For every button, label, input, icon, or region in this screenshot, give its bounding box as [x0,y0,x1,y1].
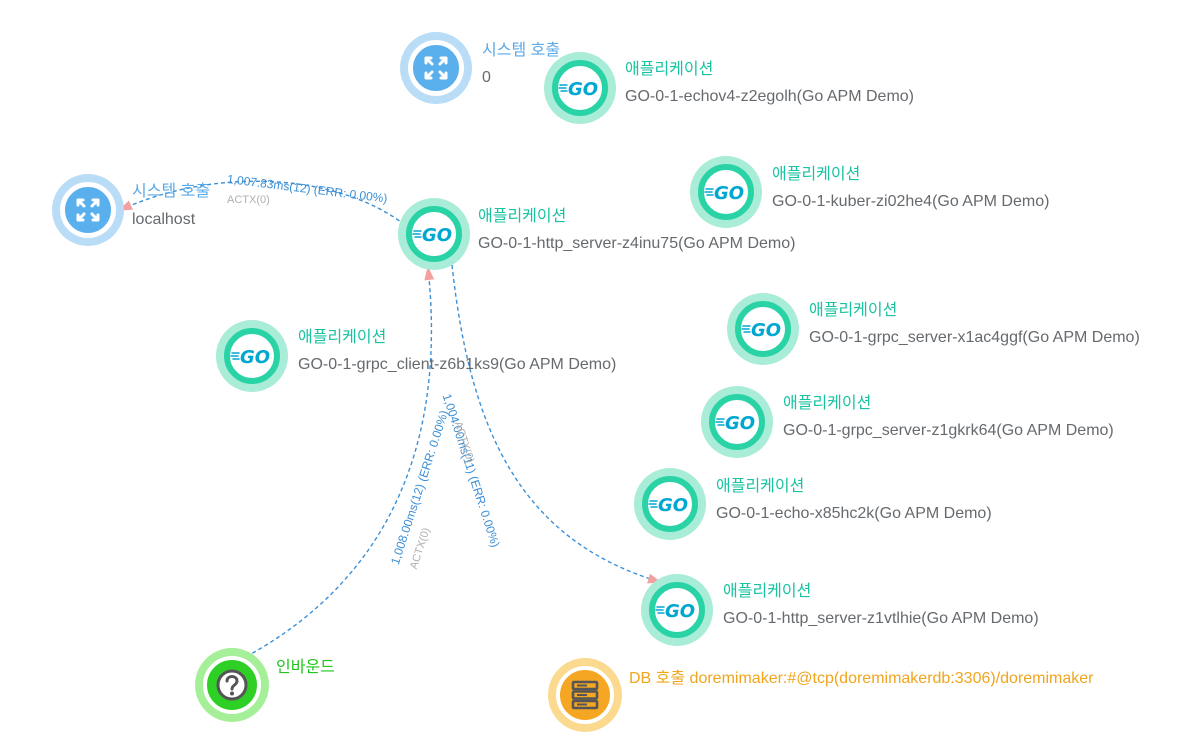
node-subtitle: 0 [482,69,491,86]
node-subtitle: GO-0-1-echo-x85hc2k(Go APM Demo) [716,505,992,522]
node-subtitle: GO-0-1-kuber-zi02he4(Go APM Demo) [772,193,1050,210]
svg-text:GO: GO [665,601,695,622]
node-title: DB 호출 doremimaker:#@tcp(doremimakerdb:33… [629,670,1094,687]
go-logo-icon: GO [735,301,791,357]
node-actx: ACTX(0) [227,194,270,206]
svg-text:GO: GO [568,79,598,100]
question-circle-icon [203,656,261,714]
svg-text:GO: GO [751,320,781,341]
node-title: 애플리케이션 [478,208,567,225]
node-title: 애플리케이션 [723,583,812,600]
edge-http-to-localhost[interactable] [118,180,406,226]
node-title: 애플리케이션 [809,302,898,319]
node-title: 시스템 호출 [132,183,211,200]
node-subtitle: GO-0-1-http_server-z4inu75(Go APM Demo) [478,235,796,252]
node-subtitle: GO-0-1-echov4-z2egolh(Go APM Demo) [625,88,914,105]
go-logo-icon: GO [709,394,765,450]
node-title: 애플리케이션 [625,61,714,78]
go-logo-icon: GO [552,60,608,116]
node-subtitle: GO-0-1-grpc_server-z1gkrk64(Go APM Demo) [783,422,1114,439]
go-logo-icon: GO [642,476,698,532]
expand-arrows-icon [60,182,116,238]
go-logo-icon: GO [224,328,280,384]
svg-text:GO: GO [658,495,688,516]
edge-http-to-http-z1[interactable] [451,264,662,584]
node-title: 애플리케이션 [298,329,387,346]
go-logo-icon: GO [649,582,705,638]
node-subtitle: GO-0-1-grpc_client-z6b1ks9(Go APM Demo) [298,356,617,373]
node-subtitle: GO-0-1-http_server-z1vtlhie(Go APM Demo) [723,610,1039,627]
go-logo-icon: GO [698,164,754,220]
node-title: 시스템 호출 [482,42,561,59]
svg-text:GO: GO [240,347,270,368]
svg-text:GO: GO [422,225,452,246]
server-stack-icon [556,666,614,724]
svg-text:GO: GO [725,413,755,434]
node-title: 애플리케이션 [783,395,872,412]
node-title: 애플리케이션 [716,478,805,495]
edge-inbound-to-http[interactable] [239,266,435,661]
node-title: 애플리케이션 [772,166,861,183]
svg-text:GO: GO [714,183,744,204]
node-title: 인바운드 [276,659,335,676]
node-subtitle: localhost [132,211,196,228]
expand-arrows-icon [408,40,464,96]
go-logo-icon: GO [406,206,462,262]
node-subtitle: GO-0-1-grpc_server-x1ac4ggf(Go APM Demo) [809,329,1140,346]
